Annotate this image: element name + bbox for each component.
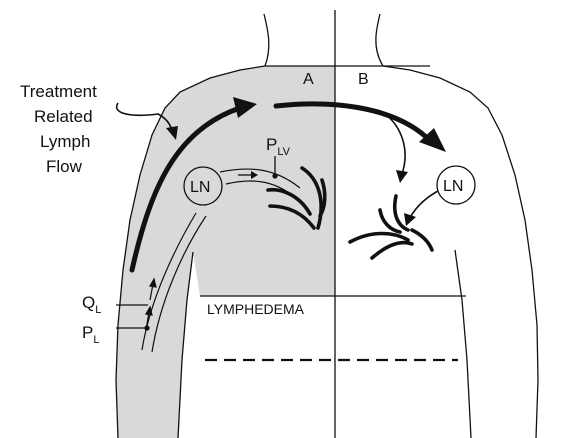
annotation-line-1: Treatment [20,82,97,101]
pl-label: PL [82,323,99,346]
right-ln-label: LN [443,178,463,195]
region-b-label: B [358,71,369,88]
plv-main: P [266,135,277,154]
pl-subscript: L [93,334,99,346]
region-a-label: A [303,71,314,88]
lymphedema-label: LYMPHEDEMA [207,301,305,317]
pl-main: P [82,323,93,342]
branch-arrowhead [396,170,408,183]
neck-left [264,14,269,66]
ql-label: QL [82,293,101,316]
ql-main: Q [82,293,95,312]
left-ln-label: LN [190,179,210,196]
plv-subscript: LV [277,146,290,158]
annotation-line-4: Flow [46,157,83,176]
right-arm-inner [455,250,471,438]
treated-region-shading [116,66,335,438]
right-ln-arrow [404,190,440,226]
annotation-line-2: Related [34,107,93,126]
neck-right [376,14,383,66]
ql-subscript: L [95,304,101,316]
annotation-line-3: Lymph [40,132,90,151]
